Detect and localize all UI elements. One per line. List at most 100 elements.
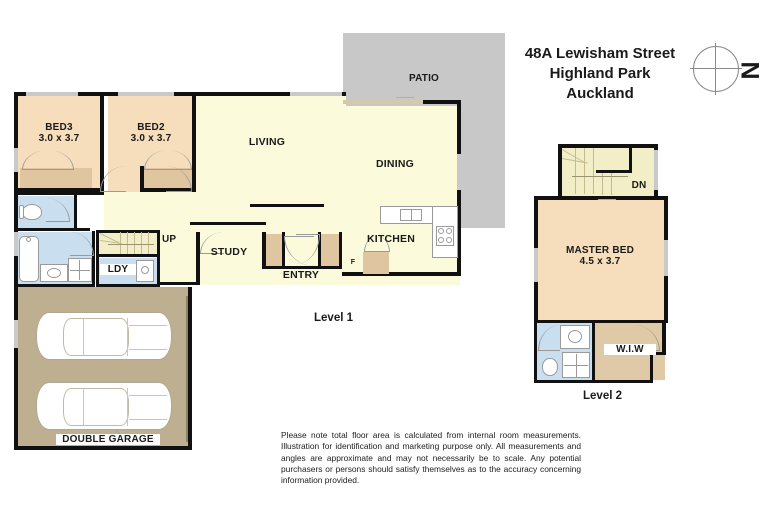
master-dims: 4.5 x 3.7 [579, 256, 621, 268]
stair-tread-4 [141, 232, 142, 254]
window-bed3-top [26, 92, 78, 96]
wall-wiw-right [662, 323, 666, 355]
wall-study-bottom [160, 282, 200, 285]
window-bath-left [14, 232, 18, 256]
l2-stair-tread-2 [584, 148, 585, 194]
room-label-bed2: BED2 3.0 x 3.7 [120, 122, 182, 144]
wall-exterior-right-2 [457, 190, 461, 276]
wall-wiw-bottom [594, 380, 652, 383]
wall-stair-left [96, 230, 99, 287]
window-master-left [534, 248, 538, 282]
wall-stair-top [96, 230, 160, 233]
window-bed2-top [118, 92, 174, 96]
entry-door-jamb-left [266, 234, 282, 268]
ensuite-basin [568, 330, 582, 343]
ensuite-shower-line-b [576, 354, 577, 377]
window-l2-stair-right [654, 150, 658, 190]
address-line-1: 48A Lewisham Street [524, 45, 676, 62]
room-patio-lower [457, 100, 505, 228]
wall-living-partition-stub [250, 204, 324, 207]
stair-direction-arrow-up [108, 244, 154, 245]
wall-l2-master-left-2 [534, 282, 538, 324]
l2-stair-tread-4 [602, 173, 603, 195]
room-label-dining: DINING [376, 158, 414, 170]
vanity-basin [47, 268, 61, 278]
room-label-wiw: W.I.W [604, 344, 656, 356]
patio-threshold-mark [396, 97, 414, 98]
wall-entry-right [318, 232, 321, 268]
property-address: 48A Lewisham Street Highland Park Auckla… [505, 44, 695, 104]
cooktop-burner-2 [446, 228, 452, 234]
room-label-study: STUDY [210, 246, 248, 258]
cooktop-burner-1 [438, 228, 444, 234]
cooktop-burner-3 [438, 237, 444, 243]
l2-stair-tread-1 [575, 148, 576, 194]
wall-l2-master-left [534, 196, 538, 248]
window-patio-door [343, 100, 423, 104]
wall-l2-master-right-2 [664, 276, 668, 322]
wall-garage-bottom [14, 446, 192, 450]
wall-exterior-top [14, 92, 346, 96]
room-label-living: LIVING [248, 136, 286, 148]
wall-wiw-step-h [650, 352, 666, 355]
wall-wc-bottom [14, 228, 90, 231]
room-label-kitchen: KITCHEN [366, 233, 416, 245]
wall-wiw-step-v [650, 352, 653, 383]
wall-ensuite-right [592, 323, 595, 383]
wall-exterior-left-2 [14, 172, 18, 232]
wall-garage-right [188, 287, 192, 450]
stair-tread-2 [127, 232, 128, 254]
bath-tap [26, 237, 31, 242]
level-1-title: Level 1 [314, 312, 353, 324]
wall-bed2-living [192, 92, 196, 192]
fridge-unit [363, 252, 389, 274]
room-master-bed [536, 200, 664, 322]
window-garage-left [14, 320, 18, 348]
stair-label-up: UP [162, 234, 177, 245]
wall-l2-master-right [664, 196, 668, 240]
wall-l2-master-top [534, 196, 668, 200]
wc-toilet [22, 204, 42, 220]
garage-door-opening [186, 296, 188, 442]
bed3-name: BED3 [45, 122, 73, 133]
wall-bath-bottom [14, 284, 94, 287]
wall-wardrobe-bed3-front [18, 188, 100, 192]
wall-l2-stair-left [558, 144, 562, 198]
master-name: MASTER BED [565, 245, 635, 256]
wall-exterior-left [14, 92, 18, 148]
wall-study-right [196, 232, 200, 285]
wall-bed3-bed2 [100, 92, 104, 192]
wall-wardrobe-bed2-side [140, 166, 144, 190]
wall-wc-right [74, 195, 77, 229]
kitchen-sink-divider [411, 209, 412, 221]
car-icon-1 [36, 312, 172, 360]
wall-bath-right [92, 231, 95, 287]
address-line-2: Highland Park [549, 65, 651, 82]
window-dining-right [457, 154, 461, 190]
wc-cistern [19, 205, 24, 219]
wall-ldy-bottom [96, 284, 160, 287]
cooktop-burner-4 [446, 237, 452, 243]
wall-living-study [190, 222, 266, 225]
l2-stair-tread-3 [593, 148, 594, 194]
stair-tread-3 [134, 232, 135, 254]
stair-label-dn: DN [631, 180, 647, 191]
room-label-bed3: BED3 3.0 x 3.7 [28, 122, 90, 144]
wall-stair-mid [96, 254, 160, 257]
l2-master-door-threshold [598, 199, 616, 200]
room-label-master-bed: MASTER BED 4.5 x 3.7 [552, 245, 648, 267]
wall-l2-stair-inner-h [596, 170, 632, 173]
wall-l2-stair-inner-v [629, 146, 632, 172]
fridge-label: F [350, 259, 356, 266]
ensuite-toilet [542, 358, 558, 376]
stair-tread-5 [148, 232, 149, 254]
l2-stair-direction-arrow-dn [572, 176, 628, 177]
room-label-double-garage: DOUBLE GARAGE [56, 434, 160, 446]
room-patio [343, 33, 505, 100]
room-label-laundry: LDY [100, 264, 136, 276]
bed2-dims: 3.0 x 3.7 [130, 133, 172, 145]
car-icon-2 [36, 382, 172, 430]
compass-icon [690, 43, 742, 95]
bed3-dims: 3.0 x 3.7 [38, 133, 80, 145]
